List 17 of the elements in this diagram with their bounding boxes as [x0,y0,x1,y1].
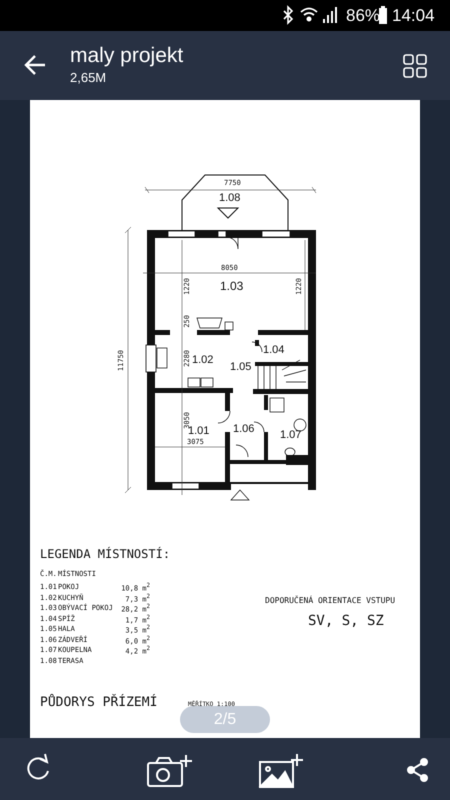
room-number: 1.07 [280,430,302,441]
file-size: 2,65M [70,71,106,84]
drawing-title: PŮDORYS PŘÍZEMÍ [40,696,158,709]
battery-percentage: 86% [346,7,380,24]
page-indicator: 2/5 [180,706,270,733]
clock-time: 14:04 [392,7,435,24]
file-title: maly projekt [70,45,184,66]
orientation-note: DOPORUČENÁ ORIENTACE VSTUPU [265,597,396,605]
room-number: 1.02 [192,355,214,366]
room-number: 1.04 [263,345,284,356]
room-number: 1.03 [220,280,244,292]
room-number: 1.01 [188,426,210,437]
legend-heading: LEGENDA MÍSTNOSTÍ: [40,548,170,560]
orientation-text: SV, S, SZ [308,614,384,628]
room-number: 1.06 [233,424,254,435]
room-number: 1.05 [230,362,252,373]
room-number: 1.08 [219,193,240,204]
